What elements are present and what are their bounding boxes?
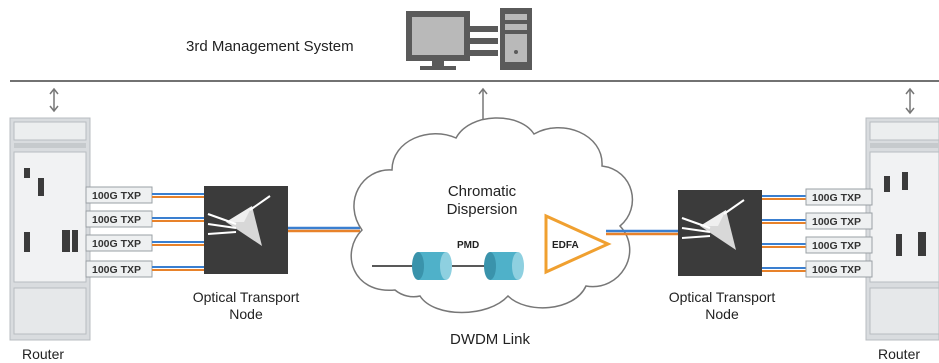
right-txp-group: 100G TXP 100G TXP 100G TXP 100G TXP xyxy=(805,188,873,278)
right-router-icon xyxy=(865,117,939,341)
cloud-title-line2: Dispersion xyxy=(447,201,518,218)
right-txp-box xyxy=(805,212,873,230)
left-txp-label: 100G TXP xyxy=(92,190,141,202)
right-txp-box xyxy=(805,260,873,278)
right-router-label: Router xyxy=(878,346,920,362)
left-otn-label-line2: Node xyxy=(229,306,263,322)
pmd-label: PMD xyxy=(457,240,479,251)
management-computer-icon xyxy=(406,8,532,70)
right-trunk-fiber xyxy=(606,229,678,236)
right-mgmt-arrow xyxy=(905,87,915,115)
left-router-icon xyxy=(9,117,91,341)
right-otn-label-line2: Node xyxy=(705,306,739,322)
right-otn-prism-icon xyxy=(678,190,762,276)
right-txp-label: 100G TXP xyxy=(812,216,861,228)
right-txp-label: 100G TXP xyxy=(812,240,861,252)
left-router-label: Router xyxy=(22,346,64,362)
left-txp-group: 100G TXP 100G TXP 100G TXP 100G TXP xyxy=(85,186,153,278)
left-otn-label-line1: Optical Transport xyxy=(193,289,300,305)
pmd-cylinder-icon xyxy=(484,252,524,280)
left-txp-label: 100G TXP xyxy=(92,238,141,250)
left-txp-fibers xyxy=(152,193,204,271)
right-txp-box xyxy=(805,188,873,206)
management-system-label: 3rd Management System xyxy=(186,38,354,55)
edfa-label: EDFA xyxy=(552,240,579,251)
edfa-amplifier-icon xyxy=(544,213,612,275)
pmd-cylinder-icon xyxy=(412,252,452,280)
dwdm-link-label: DWDM Link xyxy=(450,331,531,348)
right-txp-fibers xyxy=(762,195,806,272)
right-otn-label-line1: Optical Transport xyxy=(669,289,776,305)
left-txp-label: 100G TXP xyxy=(92,264,141,276)
left-otn-prism-icon xyxy=(204,186,288,274)
left-txp-label: 100G TXP xyxy=(92,214,141,226)
left-mgmt-arrow xyxy=(49,87,59,113)
right-txp-label: 100G TXP xyxy=(812,264,861,276)
right-txp-box xyxy=(805,236,873,254)
left-trunk-fiber xyxy=(288,226,360,233)
cloud-title-line1: Chromatic xyxy=(448,183,517,200)
right-txp-label: 100G TXP xyxy=(812,192,861,204)
